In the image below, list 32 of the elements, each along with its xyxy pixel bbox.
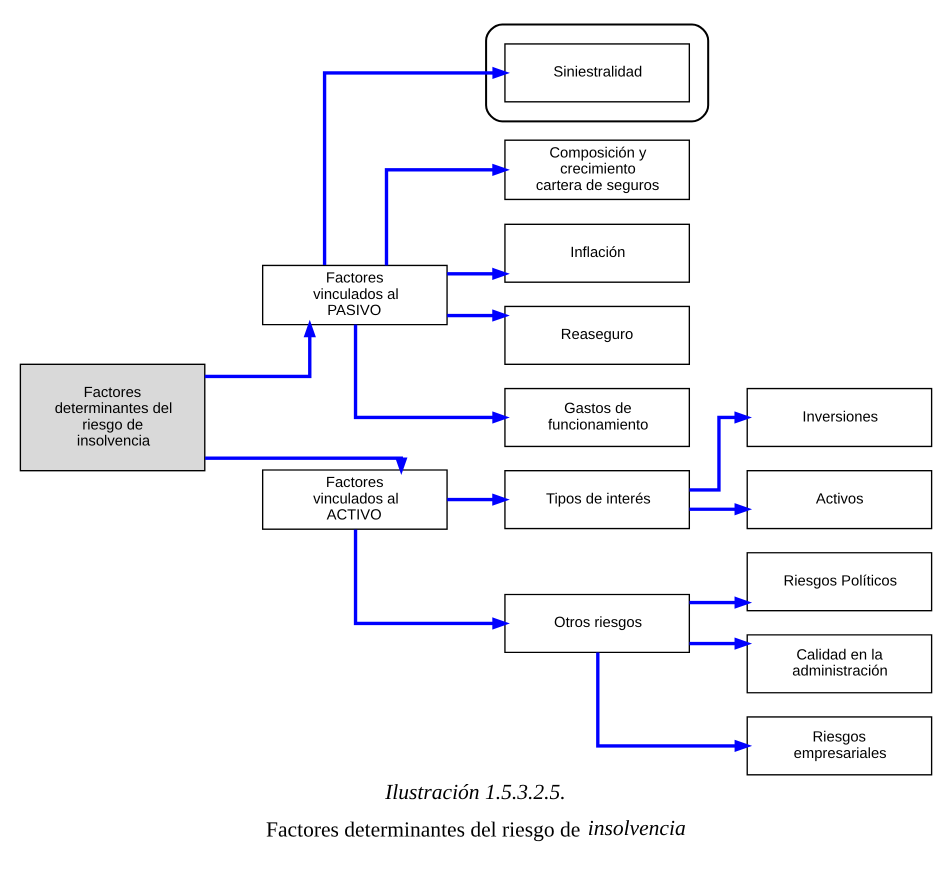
arrow: [205, 456, 408, 476]
node-box: Factores vinculados al PASIVO: [262, 264, 448, 326]
node-box: Riesgos Políticos: [746, 552, 932, 612]
node-box: Calidad en la administración: [746, 634, 932, 694]
node-box: Inversiones: [746, 388, 932, 448]
node-box: Factores determinantes del riesgo de insolvencia: [20, 364, 206, 472]
arrow: [447, 309, 510, 322]
arrow: [689, 637, 752, 650]
arrow: [354, 530, 510, 630]
arrow: [204, 320, 316, 378]
arrow: [447, 493, 510, 506]
node-box: Siniestralidad: [504, 43, 690, 103]
node-box: Otros riesgos: [504, 594, 690, 654]
diagram-title: Ilustración 1.5.3.2.5.: [385, 780, 566, 804]
arrow: [384, 164, 510, 266]
node-box: Tipos de interés: [504, 470, 690, 530]
arrow: [689, 503, 752, 516]
arrow: [689, 596, 752, 609]
node-box: Composición y crecimiento cartera de seguros: [504, 140, 690, 200]
arrow: [689, 411, 752, 492]
node-box: Reaseguro: [504, 306, 690, 365]
caption: Factores determinantes del riesgo de insolvencia: [266, 816, 686, 842]
arrow: [354, 324, 510, 424]
arrow: [447, 268, 510, 280]
arrow: [596, 652, 752, 752]
cluster: [485, 23, 710, 122]
node-box: Riesgos empresariales: [746, 716, 932, 776]
arrow: [322, 66, 510, 266]
node-box: Factores vinculados al ACTIVO: [262, 469, 448, 530]
node-box: Activos: [746, 470, 932, 530]
node-box: Gastos de funcionamiento: [504, 388, 690, 448]
node-box: Inflación: [504, 224, 690, 283]
